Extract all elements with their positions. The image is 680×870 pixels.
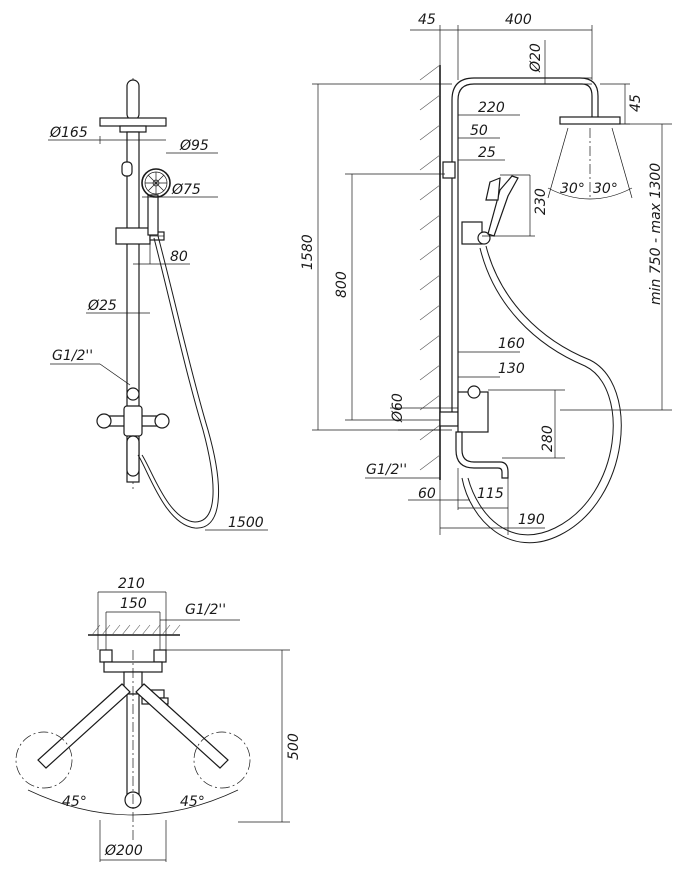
shower-head-side — [559, 116, 621, 125]
bath-spout — [455, 431, 509, 479]
dim-arm-diameter: Ø20 — [528, 43, 544, 73]
dim-head-drop: 45 — [628, 94, 644, 112]
top-thread-label: G1/2'' — [185, 602, 226, 618]
shower-head-front — [99, 117, 167, 127]
dim-50: 50 — [470, 123, 488, 139]
dim-head-diameter: Ø165 — [49, 125, 88, 141]
swing-arm-right — [135, 683, 229, 769]
angle-top-right: 45° — [180, 794, 205, 810]
hose-front — [137, 235, 220, 529]
top-view — [15, 591, 290, 862]
dim-install-range: min 750 - max 1300 — [648, 163, 664, 305]
hand-shower-body — [147, 194, 159, 236]
mixer-side — [457, 391, 489, 433]
dim-280: 280 — [540, 425, 556, 452]
hand-shower-face — [141, 168, 171, 198]
head-position-right — [193, 731, 251, 789]
angle-top-left: 45° — [62, 794, 87, 810]
dim-60: 60 — [418, 486, 436, 502]
front-view — [48, 78, 268, 531]
hose-side — [461, 245, 622, 544]
side-thread-label: G1/2'' — [366, 462, 407, 478]
angle-right-30: 30° — [593, 181, 618, 197]
dim-190: 190 — [518, 512, 545, 528]
mixer-front — [96, 387, 170, 437]
swing-arm-left — [37, 683, 131, 769]
connector-left — [99, 649, 113, 663]
connector-right — [153, 649, 167, 663]
dim-25: 25 — [478, 145, 496, 161]
dim-220: 220 — [478, 100, 505, 116]
dim-inlet-diameter: Ø60 — [390, 393, 406, 423]
dim-130: 130 — [498, 361, 525, 377]
dim-arm-length: 400 — [505, 12, 532, 28]
dim-pipe-diameter: Ø25 — [87, 298, 117, 314]
shower-arm-stub — [126, 79, 140, 121]
dim-top-depth: 500 — [286, 733, 302, 760]
dim-top-width-outer: 210 — [118, 576, 145, 592]
dim-hand-shower-diameter: Ø75 — [171, 182, 201, 198]
front-thread-label: G1/2'' — [52, 348, 93, 364]
side-view — [312, 25, 672, 544]
dim-top-width-inner: 150 — [120, 596, 147, 612]
dim-wall-offset: 45 — [418, 12, 436, 28]
dim-160: 160 — [498, 336, 525, 352]
angle-left-30: 30° — [560, 181, 585, 197]
dim-holder-height: 800 — [334, 271, 350, 298]
inlet-connection — [439, 411, 459, 427]
dim-hose-length: 1500 — [228, 515, 264, 531]
head-position-left — [15, 731, 73, 789]
dim-total-height: 1580 — [300, 234, 316, 270]
holder-block — [115, 227, 151, 245]
dim-top-head-diameter: Ø200 — [104, 843, 143, 859]
dim-230: 230 — [533, 188, 549, 215]
dim-holder-diameter: Ø95 — [179, 138, 209, 154]
shower-head-neck — [119, 125, 147, 133]
dim-115: 115 — [477, 486, 504, 502]
dim-holder-offset: 80 — [170, 249, 188, 265]
